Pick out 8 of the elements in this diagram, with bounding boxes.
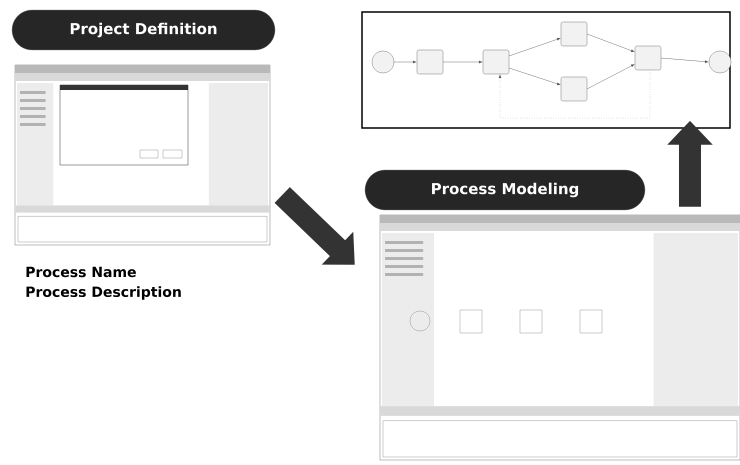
caption-text: Process Description [26,286,181,300]
picture [380,214,740,460]
title-pill: Project Definition [12,10,276,50]
title-pill: Process Modeling [364,170,646,210]
block-arrow [274,187,355,265]
picture [14,64,270,246]
caption-text: Process Name [26,266,136,278]
process-diagram-drawing [361,11,732,129]
